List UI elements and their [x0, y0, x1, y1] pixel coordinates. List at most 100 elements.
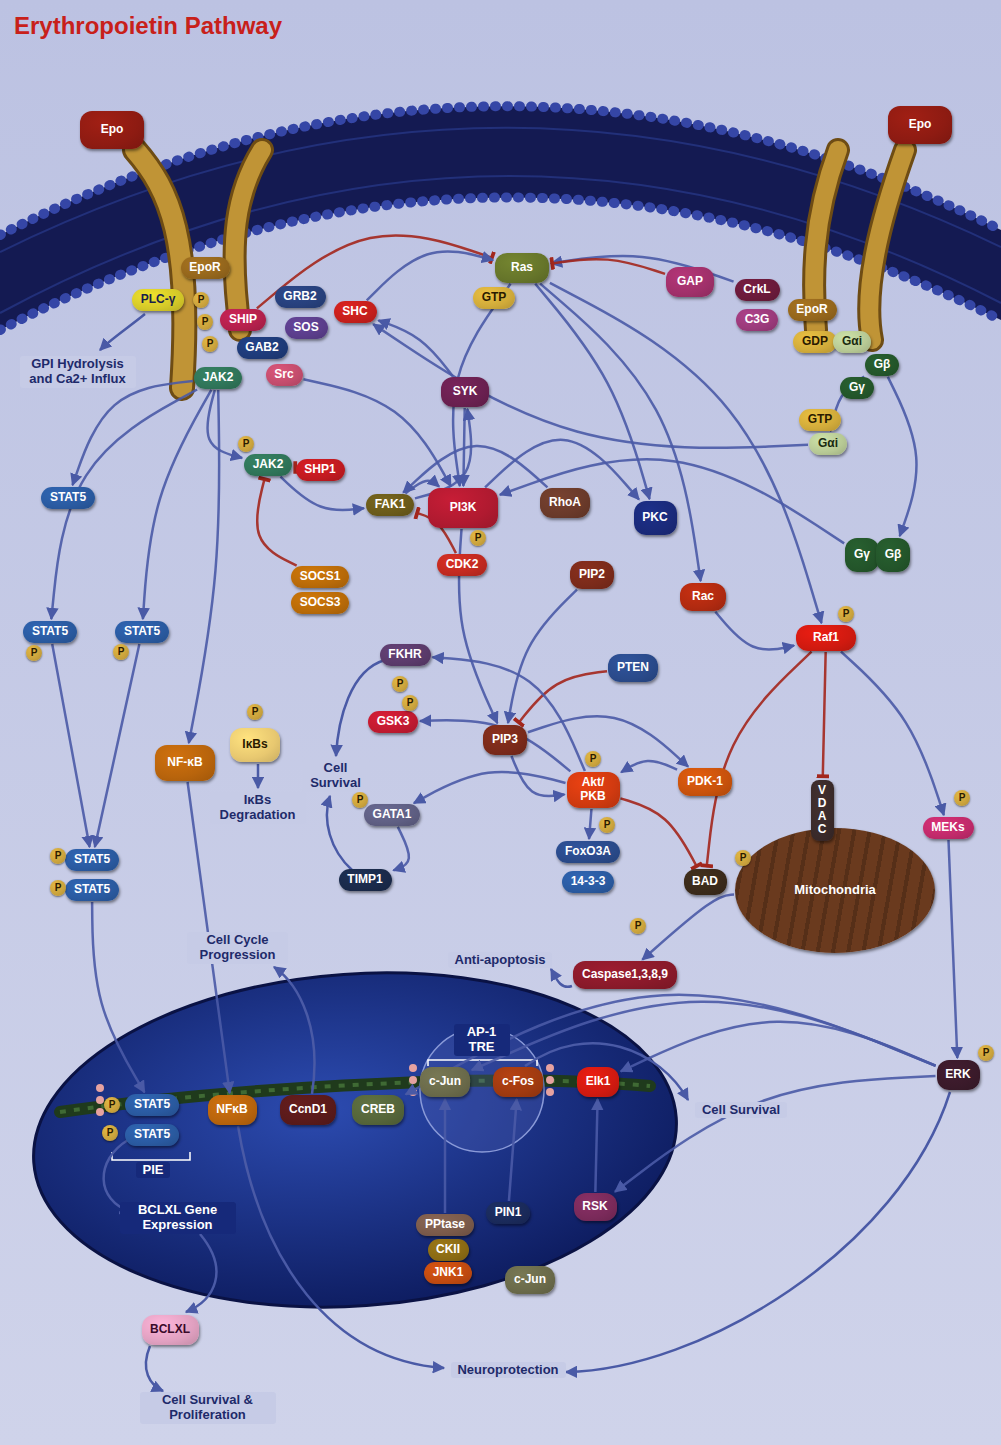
activation-arrow — [589, 809, 591, 839]
process-label: AP-1 TRE — [454, 1024, 510, 1056]
node-label: FAK1 — [375, 498, 406, 512]
node-label: JNK1 — [433, 1266, 464, 1280]
node-label: JAK2 — [203, 371, 234, 385]
process-label: Cell Survival & Proliferation — [140, 1392, 276, 1424]
activation-arrow — [420, 720, 570, 771]
phospho-circle: P — [50, 880, 66, 896]
node-label: Epo — [909, 118, 932, 132]
protein-node: PIP3 — [483, 725, 527, 755]
node-label: SHC — [342, 305, 367, 319]
protein-node: Gαi — [809, 433, 847, 455]
node-label: P — [202, 317, 209, 327]
protein-node: PLC-γ — [132, 289, 184, 311]
phospho-circle: P — [247, 704, 263, 720]
node-label: P — [959, 793, 966, 803]
activation-arrow — [143, 390, 211, 619]
phospho-circle: P — [838, 606, 854, 622]
protein-node: IκBs — [230, 728, 280, 762]
protein-node: SHC — [334, 301, 377, 323]
protein-node: PIP2 — [570, 561, 614, 589]
phospho-circle: P — [104, 1097, 120, 1113]
protein-node: GTP — [473, 287, 515, 309]
node-label: P — [252, 707, 259, 717]
phospho-circle: P — [352, 792, 368, 808]
node-label: SOCS1 — [300, 570, 341, 584]
node-label: P — [357, 795, 364, 805]
protein-node: Epo — [80, 111, 144, 149]
activation-arrow — [280, 477, 364, 510]
node-label: EpoR — [189, 261, 220, 275]
protein-node: Src — [266, 364, 303, 386]
protein-node: FKHR — [380, 644, 431, 666]
process-label: PIE — [136, 1162, 170, 1179]
node-label: Akt/ PKB — [575, 776, 611, 804]
protein-node: PTEN — [608, 654, 658, 682]
process-label: Anti-apoptosis — [448, 952, 552, 969]
label-text: Cell Cycle Progression — [200, 932, 276, 962]
activation-arrow — [615, 1076, 935, 1192]
node-label: PDK-1 — [687, 775, 723, 789]
node-label: P — [635, 921, 642, 931]
protein-node: Rac — [680, 583, 726, 611]
node-label: RSK — [582, 1200, 607, 1214]
protein-node: EpoR — [181, 257, 230, 279]
node-label: GTP — [482, 291, 507, 305]
phospho-circle: P — [735, 850, 751, 866]
node-label: P — [55, 883, 62, 893]
node-label: Ras — [511, 261, 533, 275]
phospho-circle: P — [193, 292, 209, 308]
receptor-shape — [135, 150, 905, 388]
inhibition-line — [551, 259, 665, 274]
phospho-circle: P — [197, 314, 213, 330]
protein-node: CKII — [428, 1239, 469, 1261]
phospho-circle: P — [102, 1125, 118, 1141]
phospho-circle: P — [26, 645, 42, 661]
node-label: MEKs — [931, 821, 964, 835]
node-label: P — [109, 1100, 116, 1110]
activation-arrow — [888, 377, 917, 536]
activation-arrow — [508, 590, 577, 723]
node-label: FoxO3A — [565, 845, 611, 859]
node-label: VDAC — [816, 784, 828, 837]
protein-node: Gβ — [865, 354, 899, 376]
protein-node: SOCS3 — [291, 592, 349, 614]
node-label: ERK — [945, 1068, 970, 1082]
protein-node: Ras — [495, 253, 549, 283]
node-label: P — [207, 339, 214, 349]
node-label: PIN1 — [495, 1206, 522, 1220]
protein-node: c-Fos — [493, 1067, 543, 1097]
node-label: SOCS3 — [300, 596, 341, 610]
phospho-circle: P — [113, 644, 129, 660]
phospho-circle: P — [978, 1045, 994, 1061]
protein-node: JAK2 — [194, 367, 242, 389]
cell-membrane — [0, 106, 1001, 330]
node-label: SHIP — [229, 313, 257, 327]
node-label: P — [843, 609, 850, 619]
node-label: PPtase — [425, 1218, 465, 1232]
node-label: GDP — [802, 335, 828, 349]
node-label: NF-κB — [167, 756, 202, 770]
node-label: c-Fos — [502, 1075, 534, 1089]
protein-node: STAT5 — [65, 849, 119, 871]
activation-arrow — [472, 1002, 936, 1070]
node-label: P — [198, 295, 205, 305]
leader-arrow — [100, 314, 950, 1391]
node-label: CcnD1 — [289, 1103, 327, 1117]
node-label: 14-3-3 — [571, 875, 606, 889]
activation-arrow — [95, 644, 140, 847]
activation-arrow — [373, 324, 808, 448]
node-label: Rac — [692, 590, 714, 604]
node-label: Raf1 — [813, 631, 839, 645]
protein-node: VDAC — [811, 780, 834, 841]
phospho-circle: P — [202, 336, 218, 352]
protein-node: BCLXL — [142, 1315, 199, 1345]
node-label: SOS — [293, 321, 318, 335]
phospho-circle: P — [630, 918, 646, 934]
node-label: P — [983, 1048, 990, 1058]
node-label: GAB2 — [245, 341, 278, 355]
activation-arrow — [432, 657, 584, 771]
phospho-circle: P — [50, 848, 66, 864]
node-label: P — [243, 439, 250, 449]
label-text: Cell Survival & Proliferation — [162, 1392, 253, 1422]
